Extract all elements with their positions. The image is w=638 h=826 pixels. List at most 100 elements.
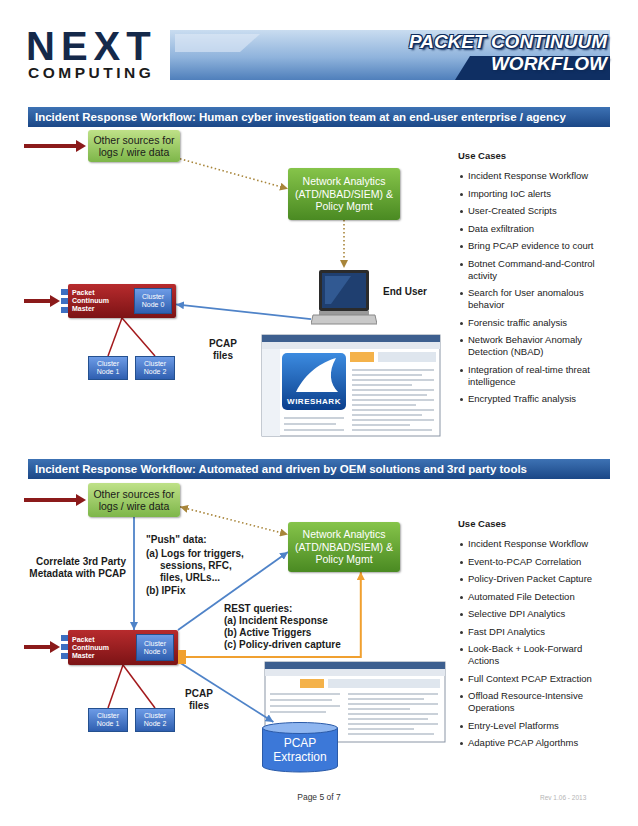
use-case-item: Forensic traffic analysis xyxy=(458,317,608,329)
use-case-text: Selective DPI Analytics xyxy=(468,608,608,620)
bullet-dot xyxy=(460,175,463,178)
use-case-text: Offload Resource-Intensive Operations xyxy=(468,690,608,714)
window-panel xyxy=(378,352,436,362)
analytics-box: Network Analytics (ATD/NBAD/SIEM) & Poli… xyxy=(288,168,400,220)
push-note: (a) Logs for triggers, sessions, RFC, fi… xyxy=(146,548,248,584)
input-arrow xyxy=(24,498,78,502)
window-toolbar xyxy=(262,342,440,349)
port xyxy=(61,289,68,295)
use-case-text: Look-Back + Look-Forward Actions xyxy=(468,643,608,667)
window-pane xyxy=(262,349,280,436)
bullet-dot xyxy=(460,578,463,581)
node-label: Cluster Node 0 xyxy=(136,293,170,309)
bullet-dot xyxy=(460,648,463,651)
push-note: "Push" data: xyxy=(146,534,207,546)
input-arrowhead xyxy=(76,494,86,506)
bullet-dot xyxy=(460,263,463,266)
rest-note: (c) Policy-driven capture xyxy=(224,639,341,651)
node-label: Other sources for logs / wire data xyxy=(92,134,176,158)
page-title: PACKET CONTINUUM WORKFLOW xyxy=(395,31,607,75)
bullet-dot xyxy=(460,210,463,213)
use-case-item: User-Created Scripts xyxy=(458,205,608,217)
use-case-text: Event-to-PCAP Correlation xyxy=(468,556,608,568)
connector xyxy=(176,304,311,319)
node-label: PCAP Extraction xyxy=(262,736,338,764)
logo-text-holder: WIRESHARK xyxy=(282,397,346,407)
use-case-item: Incident Response Workflow xyxy=(458,170,608,182)
node-label: Cluster Node 1 xyxy=(90,712,126,728)
window-titlebar xyxy=(265,662,445,669)
use-case-text: Fast DPI Analytics xyxy=(468,626,608,638)
header-banner xyxy=(170,30,610,80)
use-case-heading-holder: Use Cases xyxy=(458,518,506,530)
pcap-store-cylinder: PCAP Extraction xyxy=(262,722,338,772)
port xyxy=(61,653,68,659)
input-arrowhead xyxy=(76,140,86,152)
use-case-text: Bring PCAP evidence to court xyxy=(468,240,608,252)
logo-wordmark-holder: NEXT xyxy=(26,28,157,64)
logo-subtitle-holder: COMPUTING xyxy=(28,65,154,81)
analytics-box: Network Analytics (ATD/NBAD/SIEM) & Poli… xyxy=(288,522,400,572)
laptop-bezel xyxy=(319,270,369,311)
node-label: Cluster Node 2 xyxy=(137,712,173,728)
cluster-node: Cluster Node 2 xyxy=(135,708,175,732)
node-label: Cluster Node 1 xyxy=(90,360,126,376)
port xyxy=(61,307,68,313)
use-case-item: Event-to-PCAP Correlation xyxy=(458,556,608,568)
use-case-text: Entry-Level Platforms xyxy=(468,720,608,732)
use-case-text: User-Created Scripts xyxy=(468,205,608,217)
input-arrowhead xyxy=(50,295,60,307)
input-arrow xyxy=(24,144,78,148)
bullet-dot xyxy=(460,695,463,698)
use-case-heading: Use Cases xyxy=(458,150,506,162)
use-case-text: Incident Response Workflow xyxy=(468,170,608,182)
use-case-item: Offload Resource-Intensive Operations xyxy=(458,690,608,714)
window-highlight xyxy=(350,352,374,362)
use-case-heading: Use Cases xyxy=(458,518,506,530)
edge-label-holder: PCAP files xyxy=(182,688,216,712)
use-case-text: Importing IoC alerts xyxy=(468,188,608,200)
laptop-drawing xyxy=(311,268,377,326)
window-highlight xyxy=(300,679,324,688)
cylinder-top xyxy=(263,723,338,734)
node-label: Incident Response Workflow: Automated an… xyxy=(35,462,527,476)
bullet-dot xyxy=(460,193,463,196)
laptop-screen xyxy=(322,273,366,308)
connector xyxy=(178,662,273,723)
bullet-dot xyxy=(460,228,463,231)
bullet-dot xyxy=(460,322,463,325)
bullet-dot xyxy=(460,725,463,728)
rest-note-holder: REST queries: xyxy=(224,603,292,615)
window-toolbar xyxy=(265,669,445,676)
cluster-node: Cluster Node 0 xyxy=(136,634,174,661)
screen-glare xyxy=(325,276,351,304)
cluster-node: Cluster Node 1 xyxy=(88,356,128,380)
rest-note: REST queries: xyxy=(224,603,292,615)
cylinder-body xyxy=(263,728,338,772)
master-appliance: Packet Continuum Master Cluster Node 0 xyxy=(68,284,176,318)
node-label: Packet Continuum Master xyxy=(72,289,128,313)
input-arrow xyxy=(24,299,52,303)
orange-port-tab xyxy=(178,650,186,664)
use-case-text: Data exfiltration xyxy=(468,223,608,235)
port xyxy=(61,298,68,304)
use-case-text: Policy-Driven Packet Capture xyxy=(468,573,608,585)
use-case-item: Bring PCAP evidence to court xyxy=(458,240,608,252)
connector xyxy=(133,517,135,630)
node-label: Incident Response Workflow: Human cyber … xyxy=(35,110,566,124)
bullet-dot xyxy=(460,742,463,745)
connector xyxy=(123,665,155,708)
cluster-node: Cluster Node 0 xyxy=(134,288,172,314)
bullet-dot xyxy=(460,543,463,546)
laptop-hinge xyxy=(319,311,369,315)
connector xyxy=(108,318,122,356)
rest-note-holder: (c) Policy-driven capture xyxy=(224,639,341,651)
rest-note: (a) Incident Response xyxy=(224,615,328,627)
cluster-node: Cluster Node 1 xyxy=(88,708,128,732)
logo-text: WIRESHARK xyxy=(282,397,346,407)
push-note-holder: (b) IPFix xyxy=(146,585,185,597)
edge-label: PCAP files xyxy=(182,688,216,712)
banner-ground xyxy=(170,30,610,80)
section-band: Incident Response Workflow: Human cyber … xyxy=(28,107,610,127)
source-box: Other sources for logs / wire data xyxy=(88,130,180,162)
